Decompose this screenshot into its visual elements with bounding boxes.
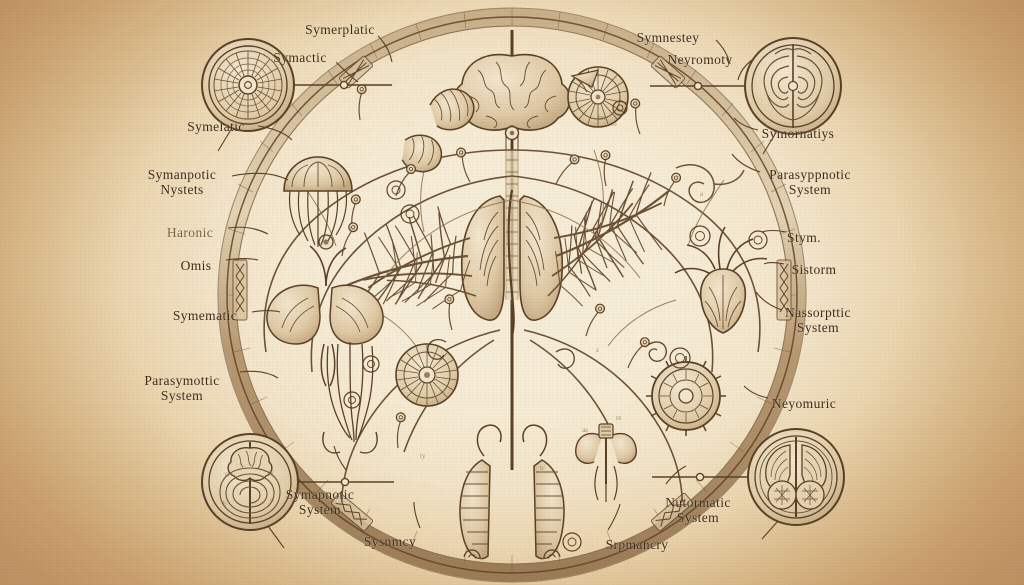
svg-text:co: co (610, 120, 617, 128)
gear-rosette (646, 356, 726, 436)
ganglion-crest (283, 156, 353, 247)
sacral-plexus (575, 423, 637, 502)
label-sistorm: Sistorm (791, 262, 837, 277)
label-nutormatic-system: Nutormatic System (665, 495, 731, 526)
svg-text:as: as (582, 426, 588, 434)
label-neyomuric: Neyomuric (771, 396, 837, 411)
medallion-connectors (294, 80, 748, 487)
label-symactic: Symactic (273, 50, 327, 65)
svg-text:a: a (700, 190, 704, 198)
rosette-lower (395, 343, 459, 407)
svg-text:ty: ty (420, 452, 426, 460)
svg-text:ry: ry (268, 468, 274, 476)
label-nassorpttic-system: Nassorpttic System (785, 305, 851, 336)
kidney-pair (266, 234, 384, 387)
outer-ring (217, 7, 807, 583)
label-haronic: Haronic (166, 225, 214, 240)
label-stym: Stym. (787, 230, 821, 245)
intestine-bundle-right (522, 424, 565, 561)
svg-text:b: b (223, 500, 227, 508)
annular-discs (343, 100, 768, 552)
ganglion-chain (429, 88, 475, 131)
label-symematic: Symematic (172, 308, 238, 323)
svg-text:lm: lm (598, 114, 606, 122)
lungs-illustration (460, 189, 564, 337)
svg-text:z: z (596, 346, 599, 354)
label-symnestey: Symnestey (636, 30, 700, 45)
interior-anatomy: lm co o z re as a ty tr (263, 30, 768, 561)
svg-text:ri: ri (225, 470, 229, 478)
label-symanpotic-nystets: Symanpotic Nystets (147, 167, 217, 198)
label-neyromoty: Neyromoty (667, 52, 733, 67)
heart-illustration (674, 226, 768, 334)
svg-text:o: o (348, 224, 352, 232)
label-sysnmcy: Sysnmcy (363, 534, 417, 549)
label-parasyppnotic-system: Parasyppnotic System (769, 167, 851, 198)
medallion-group: ri ry b o (201, 37, 845, 549)
medallion-bottom-left: ri ry b o (201, 433, 299, 549)
label-symelatic: Symelatic (187, 119, 245, 134)
spiral-curls (427, 338, 667, 369)
engraver-marks: lm co o z re as a ty tr (348, 114, 704, 472)
brain-illustration (453, 53, 571, 141)
label-symerplatic: Symerplatic (305, 22, 375, 37)
ring-weave-panels (232, 55, 792, 532)
label-symapnotic-system: Symapnotic System (285, 487, 355, 518)
svg-text:o: o (270, 496, 274, 504)
label-omis: Omis (180, 258, 212, 273)
valve-leaf (570, 69, 600, 93)
medallion-top-right (744, 37, 842, 155)
label-symornatiys: Symornatiys (761, 126, 835, 141)
leader-lines (225, 35, 787, 531)
svg-text:re: re (616, 414, 621, 422)
label-srpmancry: Srpmancry (605, 537, 669, 552)
serpentine-vessel (675, 164, 745, 204)
svg-text:tr: tr (540, 464, 545, 472)
label-parasymottic-system: Parasymottic System (144, 373, 220, 404)
medallion-bottom-right (747, 428, 845, 540)
medallion-top-left (201, 38, 295, 152)
intestine-bundle-left (459, 424, 502, 561)
